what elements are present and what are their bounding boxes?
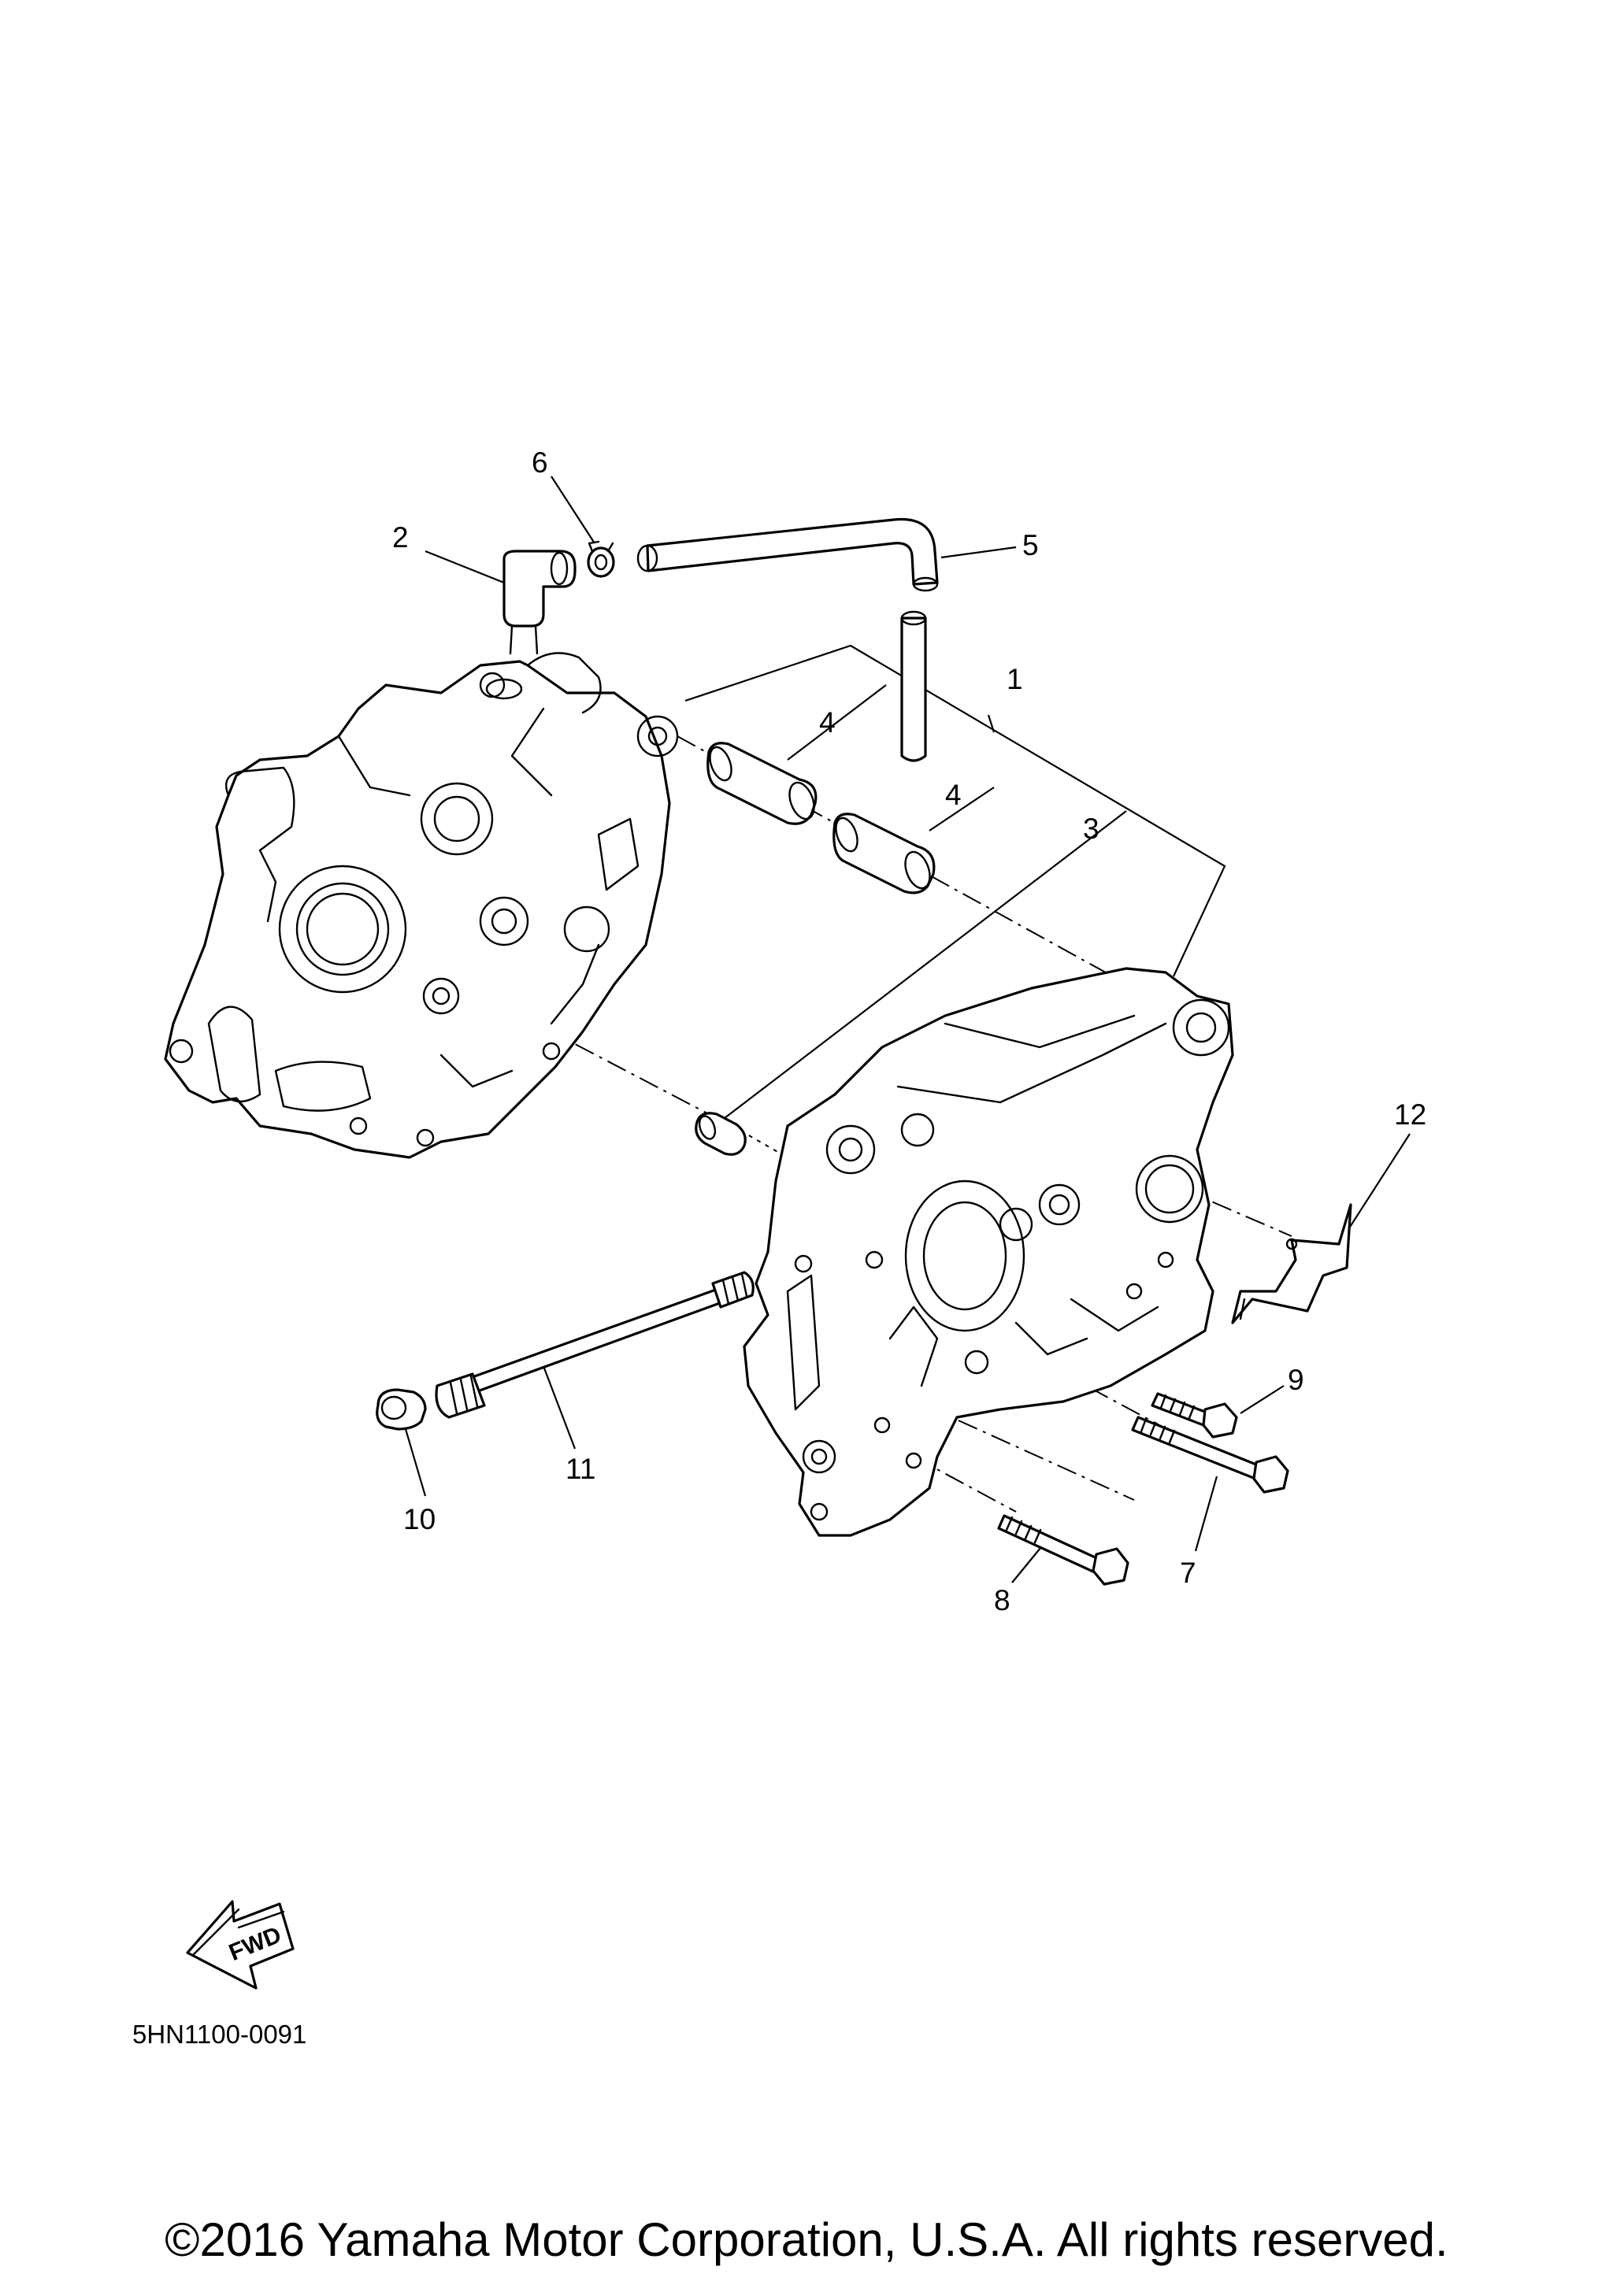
callout-6: 6 bbox=[532, 446, 548, 479]
callout-labels: 1 2 3 4 4 5 6 7 8 9 10 11 12 bbox=[392, 446, 1426, 1616]
callout-4-upper: 4 bbox=[819, 706, 836, 739]
part-11-stud-bolt bbox=[435, 1271, 755, 1419]
part-3-dowel bbox=[695, 1112, 747, 1156]
callout-1: 1 bbox=[1007, 663, 1023, 695]
part-10-nut bbox=[376, 1388, 427, 1431]
callout-10: 10 bbox=[403, 1503, 436, 1535]
part-4-dowel-pin-lower bbox=[832, 813, 936, 894]
part-8-bolt bbox=[997, 1514, 1129, 1586]
callout-8: 8 bbox=[994, 1584, 1010, 1616]
fwd-arrow-icon: FWD bbox=[186, 1900, 295, 1990]
callout-11: 11 bbox=[565, 1453, 595, 1485]
diagram-code: 5HN1100-0091 bbox=[132, 2020, 306, 2049]
part-12-bracket bbox=[1231, 1203, 1352, 1324]
part-6-hose-clip bbox=[587, 540, 615, 578]
part-9-bolt bbox=[1151, 1392, 1238, 1439]
leader-lines bbox=[404, 476, 1411, 1583]
part-2-breather-joint bbox=[485, 550, 577, 700]
callout-4-lower: 4 bbox=[945, 779, 962, 811]
callout-3: 3 bbox=[1083, 813, 1099, 845]
callout-12: 12 bbox=[1394, 1098, 1426, 1131]
callout-2: 2 bbox=[392, 521, 409, 554]
crankcase-right bbox=[743, 967, 1234, 1537]
part-7-bolt bbox=[1131, 1416, 1289, 1494]
part-5-breather-hose bbox=[636, 517, 939, 762]
callout-9: 9 bbox=[1288, 1364, 1304, 1396]
part-4-dowel-pin-upper bbox=[706, 742, 818, 825]
callout-7: 7 bbox=[1180, 1557, 1196, 1589]
callout-5: 5 bbox=[1022, 529, 1039, 561]
crankcase-left bbox=[164, 652, 679, 1159]
copyright-notice: ©2016 Yamaha Motor Corporation, U.S.A. A… bbox=[165, 2213, 1448, 2266]
